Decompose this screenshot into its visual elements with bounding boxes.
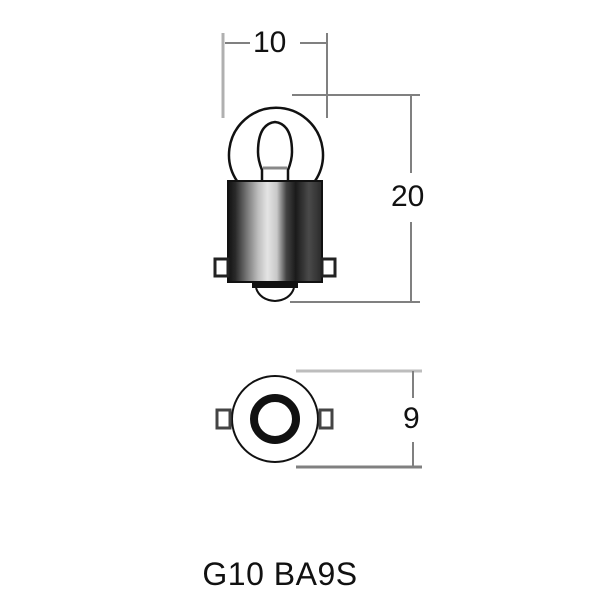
width-label: 10 [253,26,287,59]
glass-bulb [227,106,325,182]
bayonet-base [213,180,337,303]
bulb-type-caption: G10 BA9S [202,556,358,592]
height-dimension [290,94,420,303]
bottom-view [215,369,422,469]
base-diameter-label: 9 [403,402,420,435]
width-dimension [221,33,328,118]
filament [256,120,294,181]
height-label: 20 [391,180,425,213]
